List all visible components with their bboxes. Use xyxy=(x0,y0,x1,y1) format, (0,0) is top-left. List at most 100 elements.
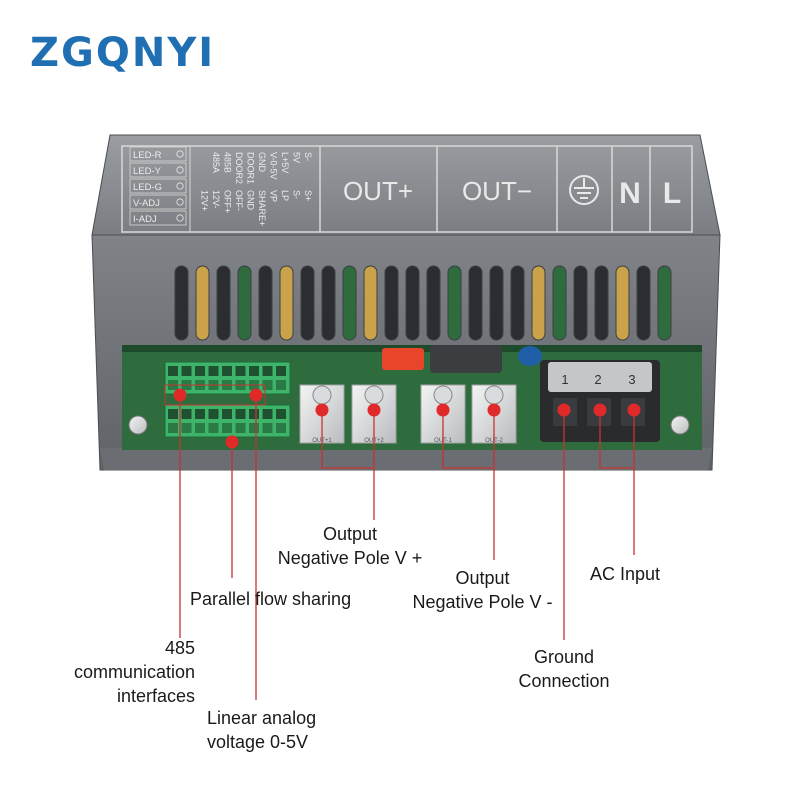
annotation-output-positive-line1: Output xyxy=(322,524,378,544)
terminal-screw-hole xyxy=(222,409,232,419)
callout-dot-ground xyxy=(557,403,571,417)
output-terminal-screw xyxy=(484,385,504,405)
ac-input-terminal-block: 1 2 3 xyxy=(540,360,660,442)
callout-dot-linear xyxy=(249,388,263,402)
terminal-label: S- xyxy=(303,152,313,161)
output-terminal-screw xyxy=(433,385,453,405)
terminal-wire-slot xyxy=(195,423,205,433)
terminal-label: OFF+ xyxy=(223,190,233,213)
line-label: L xyxy=(663,177,681,210)
status-label-box xyxy=(129,194,187,210)
vent-slot xyxy=(258,265,273,341)
terminal-screw-hole xyxy=(262,366,273,376)
callout-dot-out-minus-2 xyxy=(487,403,501,417)
terminal-screw-hole xyxy=(181,409,192,419)
vent-slot xyxy=(531,265,546,341)
status-label-4: V-ADJ xyxy=(133,198,160,209)
vent-slot xyxy=(321,265,336,341)
terminal-screw-hole xyxy=(276,366,286,376)
status-label-1: LED-R xyxy=(133,150,162,161)
status-label-box xyxy=(129,162,187,178)
vent-slot xyxy=(594,265,609,341)
terminal-wire-slot xyxy=(181,423,192,433)
vent-slot xyxy=(636,265,651,341)
terminal-wire-slot xyxy=(276,423,286,433)
annotation-485-line3: interfaces xyxy=(116,686,195,706)
status-label-box xyxy=(129,146,187,162)
mounting-screw-right xyxy=(670,415,690,435)
annotation-ground: Ground Connection xyxy=(500,645,628,693)
terminal-label: V-0-5V xyxy=(269,152,279,180)
vent-slot xyxy=(657,265,672,341)
terminal-screw-hole xyxy=(235,366,246,376)
mounting-screw-left xyxy=(128,415,148,435)
terminal-label: DOOR1 xyxy=(246,152,256,184)
annotation-parallel-line1: Parallel flow sharing xyxy=(190,589,352,609)
annotation-linear: Linear analog voltage 0-5V xyxy=(207,706,316,754)
terminal-wire-slot xyxy=(208,423,219,433)
vent-slot xyxy=(300,265,315,341)
terminal-label: DOOR2 xyxy=(234,152,244,184)
vent-slot xyxy=(426,265,441,341)
terminal-screw-hole xyxy=(168,366,178,376)
vent-slot xyxy=(237,265,252,341)
terminal-label: 5V xyxy=(292,152,302,163)
inductor-coil xyxy=(430,345,502,373)
annotation-485: 485 communication interfaces xyxy=(40,636,195,708)
terminal-label: 485B xyxy=(223,152,233,173)
green-terminal-blocks xyxy=(164,361,291,438)
brand-logo: ZGQNYI xyxy=(30,30,216,76)
status-label-2: LED-Y xyxy=(133,166,162,177)
annotation-output-negative-line1: Output xyxy=(455,568,510,588)
status-label-5: I-ADJ xyxy=(133,214,157,225)
status-indicator-icon xyxy=(176,150,184,158)
annotation-ac-input-line1: AC Input xyxy=(590,564,661,584)
housing-bottom-lip xyxy=(100,448,712,470)
callout-dot-ac-n xyxy=(593,403,607,417)
vent-slot xyxy=(552,265,567,341)
status-label-box xyxy=(129,178,187,194)
terminal-label: 12V+ xyxy=(200,190,210,211)
vent-slot xyxy=(489,265,504,341)
callout-dots xyxy=(173,388,641,449)
terminal-label: GND xyxy=(257,152,267,173)
callout-dot-ac-l xyxy=(627,403,641,417)
terminal-label-group: S-S+5VS-L+5VLPV-0-5VVPGNDSHARE+DOOR1GNDD… xyxy=(200,152,314,226)
terminal-screw-hole xyxy=(208,409,219,419)
terminal-label: LP xyxy=(280,190,290,201)
neutral-label: N xyxy=(619,177,641,210)
annotation-linear-line2: voltage 0-5V xyxy=(207,732,309,752)
ground-symbol-icon xyxy=(569,175,599,205)
terminal-wire-slot xyxy=(249,423,259,433)
status-indicator-icon xyxy=(176,182,184,190)
annotation-485-line1: 485 xyxy=(164,638,195,658)
vent-slot xyxy=(468,265,483,341)
vent-slot xyxy=(447,265,462,341)
orange-capacitor xyxy=(382,348,424,370)
terminal-screw-hole xyxy=(168,409,178,419)
terminal-wire-slot xyxy=(276,380,286,390)
vent-slot xyxy=(195,265,210,341)
terminal-wire-slot xyxy=(168,423,178,433)
terminal-screw-hole xyxy=(249,409,259,419)
terminal-screw-hole xyxy=(249,366,259,376)
callout-dot-out-plus-2 xyxy=(367,403,381,417)
output-terminal-screw xyxy=(312,385,332,405)
annotation-output-negative: Output Negative Pole V - xyxy=(405,566,560,614)
callout-lines xyxy=(164,384,635,700)
status-indicator-icon xyxy=(176,198,184,206)
vent-slot xyxy=(174,265,189,341)
vent-slot xyxy=(573,265,588,341)
terminal-screw-hole xyxy=(276,409,286,419)
terminal-label: VP xyxy=(269,190,279,202)
vent-slot xyxy=(342,265,357,341)
annotation-output-positive-line2: Negative Pole V + xyxy=(277,548,423,568)
callout-dot-485 xyxy=(173,388,187,402)
vent-slot xyxy=(363,265,378,341)
vent-slot xyxy=(405,265,420,341)
annotation-output-negative-line2: Negative Pole V - xyxy=(412,592,553,612)
terminal-label: S- xyxy=(292,190,302,199)
terminal-screw-hole xyxy=(195,409,205,419)
